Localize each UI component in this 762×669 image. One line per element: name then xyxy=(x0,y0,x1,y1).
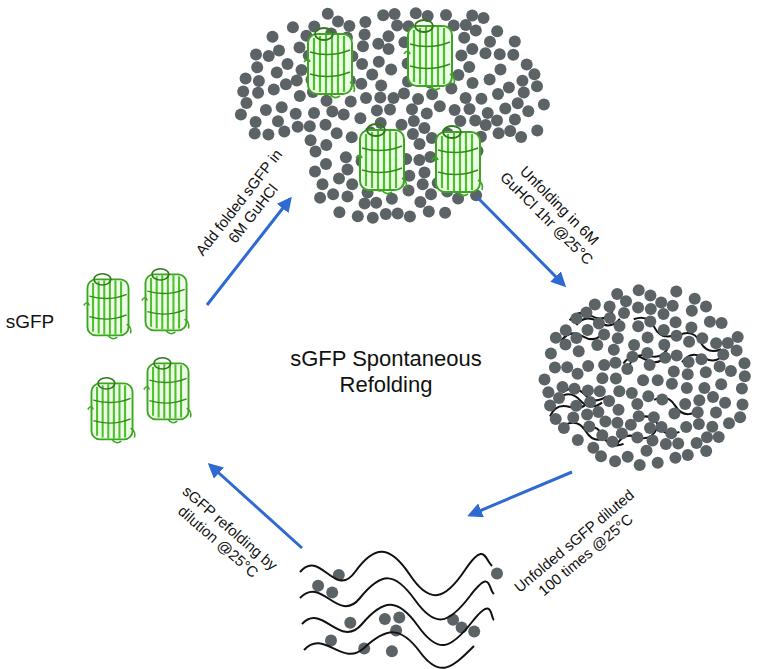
step-label: Unfolding in 6M GuHCl 1hr @25°C xyxy=(487,146,619,278)
step-label: Unfolded sGFP diluted 100 times @25°C xyxy=(507,483,653,613)
diagram-title: sGFP Spontaneous Refolding xyxy=(276,346,496,399)
step-label: sGFP refolding by dilution @25°C xyxy=(159,475,288,594)
protein-label: sGFP xyxy=(6,311,55,334)
